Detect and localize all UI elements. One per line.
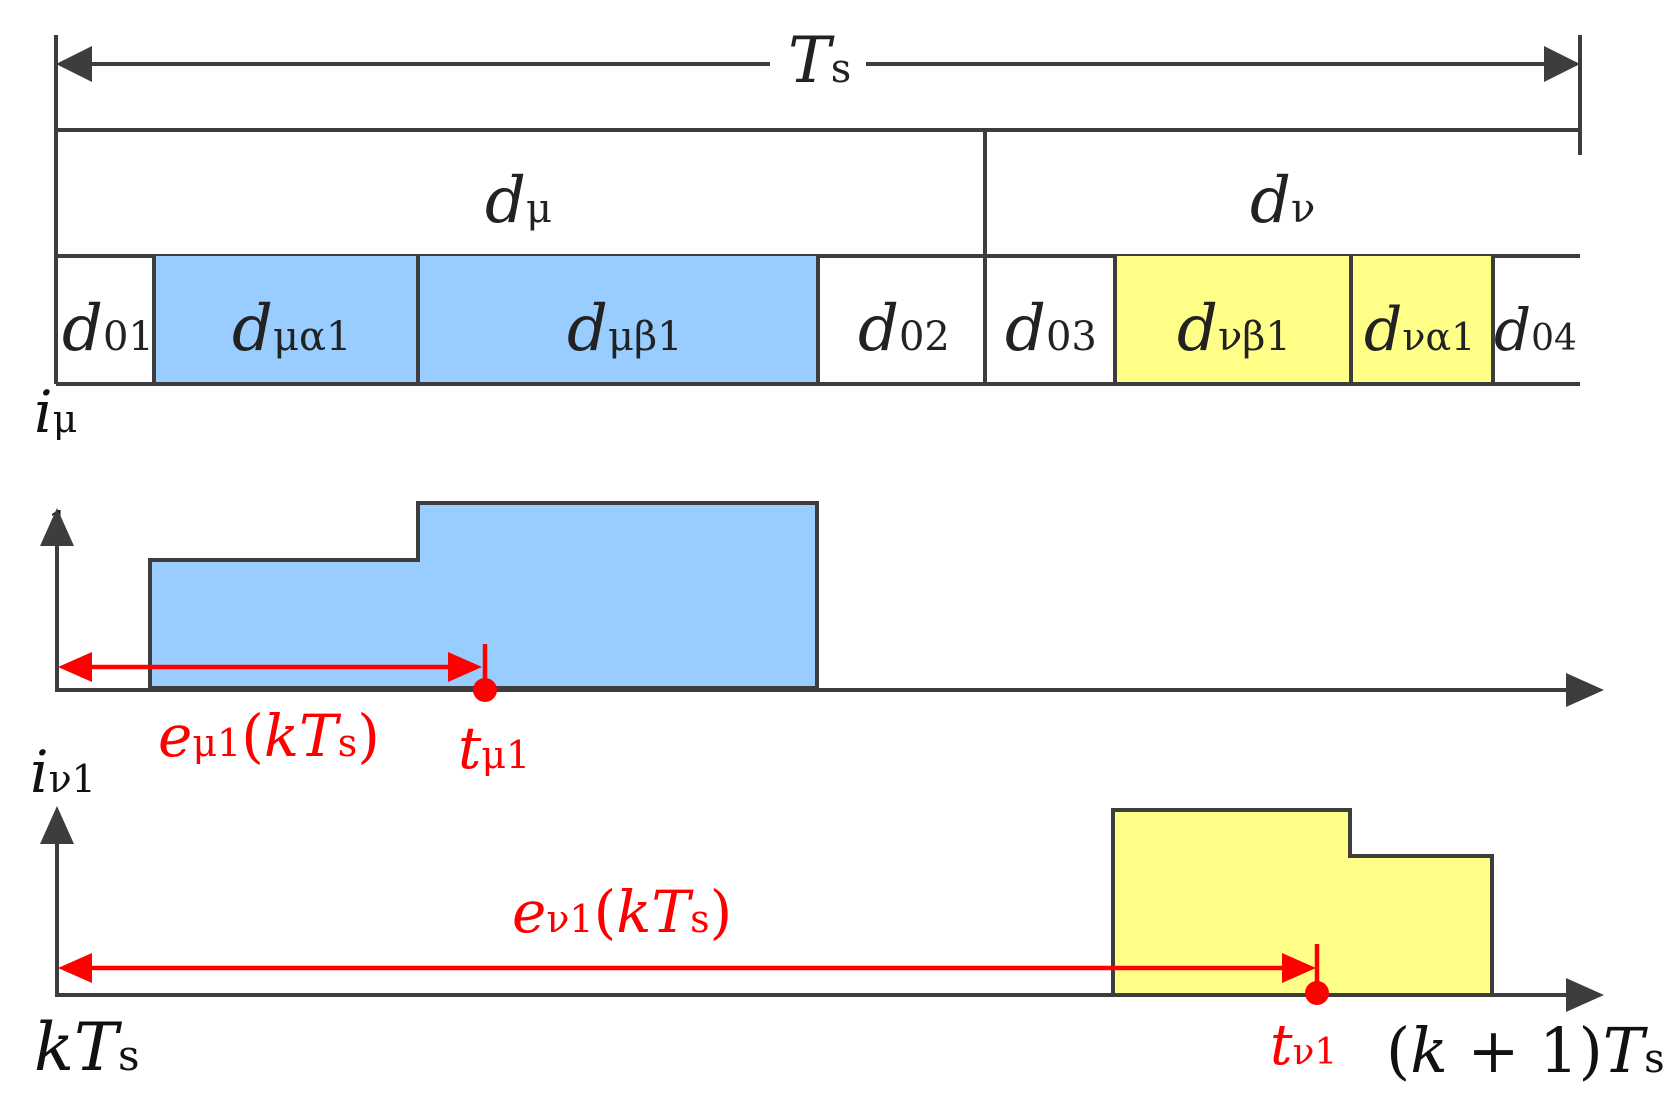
waveform-mu-error-arrowhead-right	[448, 652, 482, 682]
time-axis-end-plus: + 1)	[1448, 1014, 1603, 1087]
waveform-nu-error-sub: ν1	[546, 897, 593, 941]
waveform-nu-error-s: s	[690, 897, 710, 941]
waveform-nu-axis-main: i	[30, 738, 49, 806]
waveform-mu-vertical-arrowhead	[40, 508, 74, 546]
waveform-nu-error-T: T	[651, 878, 694, 946]
segment-dnualpha1-main: d	[1364, 295, 1402, 365]
waveform-mu-error-label: eμ1(kTs)	[158, 702, 380, 770]
waveform-mu-error-main: e	[158, 702, 192, 770]
waveform-nu-error-arrowhead-left	[58, 953, 92, 983]
waveform-mu-marker-sub: μ1	[481, 733, 530, 777]
waveform-nu-axis-label: iν1	[30, 738, 96, 806]
waveform-nu-error-close: )	[710, 878, 733, 946]
waveform-nu-error-arrowhead-right	[1282, 953, 1316, 983]
subperiod-nu-label: dν	[1250, 164, 1315, 238]
period-arrowhead-right	[1544, 46, 1580, 82]
waveform-nu-error-main: e	[512, 878, 546, 946]
waveform-nu-time-arrowhead	[1566, 978, 1604, 1012]
segment-d02-label: d02	[858, 292, 950, 366]
segment-mu-beta-fill	[419, 256, 817, 384]
time-axis-start-k: k	[34, 1009, 74, 1086]
time-axis-end-label: (k + 1)Ts	[1386, 1014, 1665, 1087]
waveform-nu-error-open: (	[594, 878, 617, 946]
time-axis-end-k: k	[1410, 1014, 1448, 1087]
waveform-mu-error-open: (	[241, 702, 264, 770]
segment-dmubeta1-sub: μβ1	[608, 314, 683, 360]
waveform-mu-error-close: )	[357, 702, 380, 770]
waveform-mu-time-arrowhead	[1566, 673, 1604, 707]
segment-d01-main: d	[62, 292, 103, 366]
period-label-sub: s	[831, 46, 852, 92]
waveform-mu-axis-sub: μ	[53, 397, 78, 441]
segment-nu-alpha-fill	[1352, 256, 1492, 384]
segment-mu-alpha-fill	[154, 256, 417, 384]
waveform-nu-error-k: k	[616, 878, 651, 946]
waveform-nu-marker-sub: ν1	[1293, 1032, 1338, 1073]
waveform-nu-panel: iν1 eν1(kTs) tν1	[30, 738, 1604, 1078]
segment-d01-label: d01	[62, 292, 154, 366]
segment-d02-main: d	[858, 292, 899, 366]
subperiod-row: dμ dν	[56, 128, 1580, 258]
period-label-main: T	[788, 24, 835, 98]
segment-d03-label: d03	[1005, 292, 1097, 366]
segment-nu-beta-fill	[1116, 256, 1350, 384]
time-axis-end-s: s	[1644, 1036, 1665, 1082]
segment-d03-main: d	[1005, 292, 1046, 366]
subperiod-nu-main: d	[1250, 164, 1291, 238]
waveform-nu-axis-sub: ν1	[49, 757, 96, 801]
waveform-nu-error-label: eν1(kTs)	[512, 878, 732, 946]
segment-d01-sub: 01	[103, 314, 154, 360]
waveform-mu-marker-main: t	[458, 714, 482, 782]
waveform-mu-error-arrowhead-left	[58, 652, 92, 682]
segment-dmubeta1-main: d	[567, 292, 608, 366]
subperiod-mu-label: dμ	[485, 164, 552, 238]
segment-d04-main: d	[1494, 296, 1531, 364]
segment-dnubeta1-label: dνβ1	[1177, 292, 1291, 366]
waveform-mu-marker-dot	[473, 678, 497, 702]
waveform-nu-marker-label: tν1	[1270, 1013, 1337, 1078]
segment-d04-sub: 04	[1531, 318, 1577, 359]
segment-d02-sub: 02	[899, 314, 950, 360]
time-axis-end-T: T	[1603, 1014, 1649, 1087]
period-span: Ts	[54, 24, 1582, 155]
segment-dnubeta1-sub: νβ1	[1218, 314, 1291, 360]
segment-dmualpha1-sub: μα1	[273, 314, 351, 360]
subperiod-nu-sub: ν	[1291, 186, 1315, 232]
segment-dnubeta1-main: d	[1177, 292, 1218, 366]
time-axis-end-open: (	[1386, 1014, 1410, 1087]
time-axis-start-label: kTs	[34, 1009, 140, 1086]
waveform-mu-error-sub: μ1	[192, 721, 241, 765]
waveform-mu-axis-label: iμ	[34, 378, 77, 446]
period-arrowhead-left	[56, 46, 92, 82]
waveform-nu-marker-main: t	[1270, 1013, 1293, 1078]
waveform-mu-error-T: T	[299, 702, 342, 770]
period-label: Ts	[788, 24, 851, 98]
segment-row: d01 dμα1 dμβ1 d02 d03 dνβ1 dνα1 d04	[56, 256, 1580, 386]
waveform-mu-panel: iμ 1 eμ1(kTs) tμ1	[34, 378, 1604, 782]
waveform-nu-marker-dot	[1305, 981, 1329, 1005]
segment-d04-label: d04	[1494, 296, 1577, 364]
segment-dnualpha1-sub: να1	[1402, 315, 1475, 359]
subperiod-mu-main: d	[485, 164, 526, 238]
subperiod-mu-sub: μ	[526, 186, 552, 232]
segment-dmualpha1-main: d	[232, 292, 273, 366]
waveform-mu-error-k: k	[264, 702, 299, 770]
waveform-mu-error-s: s	[338, 721, 358, 765]
waveform-mu-axis-main: i	[34, 378, 53, 446]
segment-d03-sub: 03	[1046, 314, 1097, 360]
segment-dnualpha1-label: dνα1	[1364, 295, 1475, 365]
waveform-mu-marker-label: tμ1	[458, 714, 530, 782]
segment-dmubeta1-label: dμβ1	[567, 292, 683, 366]
time-axis-start-T: T	[74, 1009, 123, 1086]
waveform-nu-vertical-arrowhead	[40, 806, 74, 844]
segment-dmualpha1-label: dμα1	[232, 292, 351, 366]
time-axis-start-s: s	[118, 1031, 140, 1080]
